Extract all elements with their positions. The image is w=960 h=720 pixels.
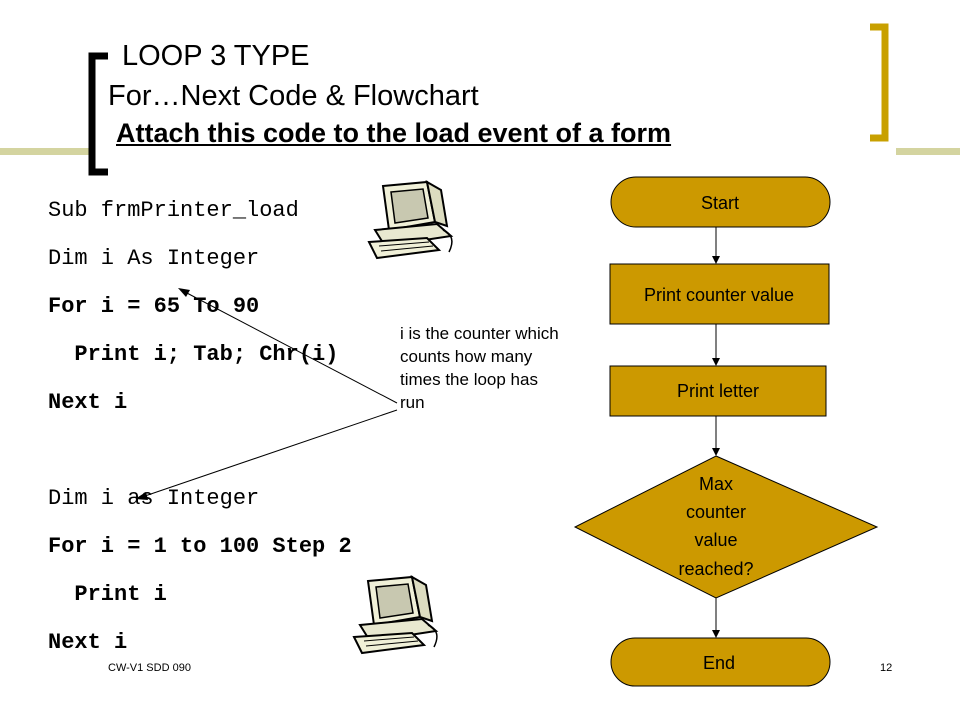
right-bracket (870, 23, 889, 142)
flow-arrowhead (712, 358, 720, 366)
left-accent-bar (0, 148, 90, 155)
flow-process-print-counter-label: Print counter value (644, 285, 794, 305)
code-line-8: Print i (48, 582, 167, 607)
flow-decision-label-2: counter (686, 502, 746, 522)
code-line-2: Dim i As Integer (48, 246, 260, 271)
flow-process-print-counter (609, 263, 830, 325)
flow-arrowhead (712, 256, 720, 264)
computer-icon (367, 180, 454, 260)
code-line-4: Print i; Tab; Chr(i) (48, 342, 339, 367)
code-line-9: Next i (48, 630, 128, 655)
footer-course-code: CW-V1 SDD 090 (108, 662, 191, 674)
flow-arrowhead (712, 630, 720, 638)
left-bracket (88, 52, 108, 176)
flow-end-node (610, 637, 831, 687)
slide-title-line3: Attach this code to the load event of a … (116, 118, 672, 148)
flow-decision-label-3: value (694, 530, 737, 550)
computer-icon (352, 575, 439, 655)
code-line-3: For i = 65 To 90 (48, 294, 260, 319)
flow-start-label: Start (701, 193, 739, 213)
flow-process-print-letter (609, 365, 827, 417)
footer-page-number: 12 (880, 662, 893, 674)
flow-arrowhead (712, 448, 720, 456)
callout-arrowhead-2 (135, 492, 148, 500)
callout-arrowhead-1 (178, 288, 190, 297)
flow-decision-label-1: Max (699, 474, 733, 494)
slide-title-line1: LOOP 3 TYPE (122, 40, 310, 72)
flow-end-label: End (703, 653, 735, 673)
right-accent-bar (896, 148, 960, 155)
flow-decision-label-4: reached? (678, 559, 753, 579)
callout-arrow-1 (184, 291, 398, 404)
code-line-1: Sub frmPrinter_load (48, 198, 299, 223)
code-line-7: For i = 1 to 100 Step 2 (48, 534, 352, 559)
code-line-5: Next i (48, 390, 128, 415)
callout-arrow-2 (141, 409, 398, 498)
flow-start-node (610, 176, 831, 228)
counter-callout: i is the counter which counts how many t… (400, 324, 559, 412)
slide-title-line2: For…Next Code & Flowchart (108, 80, 479, 112)
flow-process-print-letter-label: Print letter (677, 381, 759, 401)
code-line-6: Dim i as Integer (48, 486, 260, 511)
